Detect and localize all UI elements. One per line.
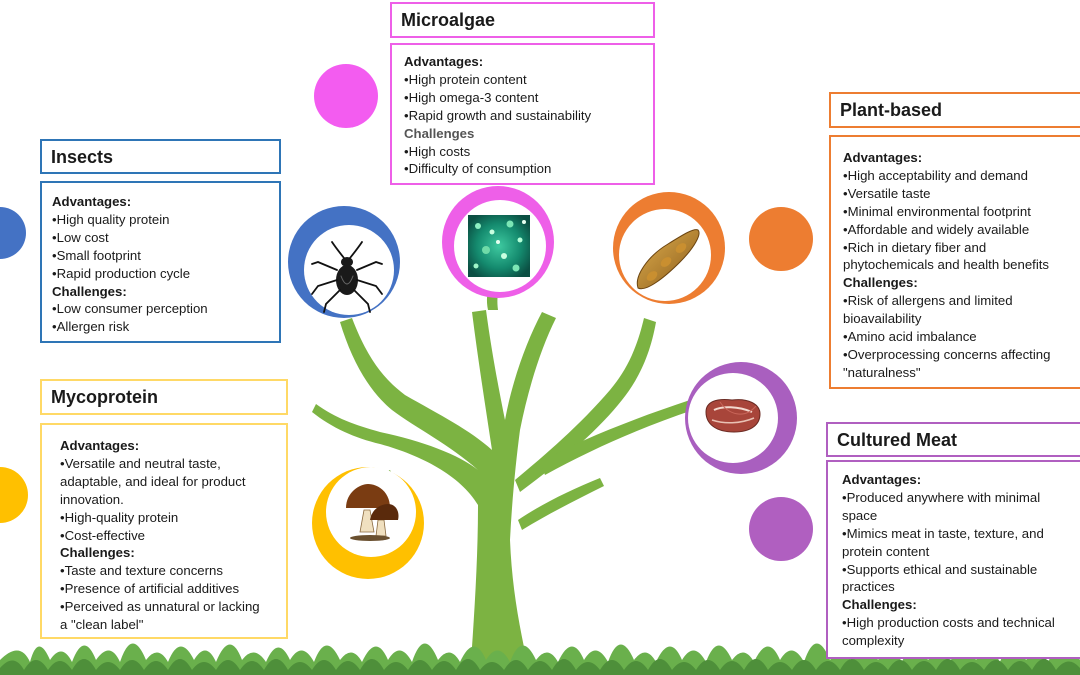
- microalgae-advantage: •High protein content: [404, 71, 527, 87]
- plant-based-advantage: •Affordable and widely available: [843, 221, 1030, 237]
- mycoprotein-advantages-label: Advantages:: [60, 438, 140, 453]
- node-insects: [288, 206, 400, 318]
- plant-based-title-box: Plant-based: [829, 92, 1080, 128]
- decorative-circle-mycoprotein: [0, 467, 28, 523]
- plant-based-advantages-label: Advantages:: [843, 150, 923, 165]
- insects-challenges-label: Challenges:: [52, 283, 127, 299]
- cultured-meat-advantage: •Produced anywhere with minimal: [842, 489, 1041, 505]
- mycoprotein-advantage: •High-quality protein: [60, 509, 179, 525]
- insects-advantages-label: Advantages:: [52, 194, 132, 209]
- mushroom-icon: [346, 484, 399, 541]
- insects-info-box: Advantages: •High quality protein •Low c…: [40, 181, 281, 343]
- plant-based-challenge: "naturalness": [843, 364, 921, 380]
- plant-based-challenge: •Risk of allergens and limited: [843, 293, 1013, 309]
- microalgae-icon: [468, 215, 530, 277]
- cultured-meat-title-box: Cultured Meat: [826, 422, 1080, 457]
- microalgae-advantage: •Rapid growth and sustainability: [404, 107, 592, 123]
- beetle-icon: [311, 241, 383, 313]
- cultured-meat-challenges-label: Challenges:: [842, 597, 917, 613]
- plant-based-advantage: •High acceptability and demand: [843, 167, 1028, 183]
- plant-based-title: Plant-based: [840, 100, 943, 120]
- decorative-circle-cultured: [749, 497, 813, 561]
- mycoprotein-info-box: Advantages: •Versatile and neutral taste…: [40, 423, 288, 639]
- microalgae-advantages-label: Advantages:: [404, 54, 484, 69]
- insects-title: Insects: [51, 146, 114, 167]
- insects-title-box: Insects: [40, 139, 281, 174]
- mycoprotein-advantage: innovation.: [60, 491, 124, 507]
- node-mycoprotein: [312, 467, 424, 579]
- bean-pod-icon: [636, 229, 700, 290]
- cultured-meat-info-box: Advantages: •Produced anywhere with mini…: [826, 460, 1080, 659]
- insects-advantage: •Rapid production cycle: [52, 265, 191, 281]
- decorative-circle-plant: [749, 207, 813, 271]
- decorative-circle-insects: [0, 207, 26, 259]
- node-microalgae: [442, 186, 554, 298]
- mycoprotein-challenge: a "clean label": [60, 617, 144, 633]
- mycoprotein-challenge: •Taste and texture concerns: [60, 563, 223, 579]
- cultured-meat-challenge: complexity: [842, 633, 905, 649]
- insects-advantage: •Low cost: [52, 229, 109, 245]
- decorative-circle-microalgae: [314, 64, 378, 128]
- steak-icon: [705, 399, 761, 433]
- microalgae-challenge: •High costs: [404, 143, 471, 159]
- microalgae-info-box: Advantages: •High protein content •High …: [390, 43, 655, 185]
- cultured-meat-title: Cultured Meat: [837, 429, 958, 450]
- microalgae-challenges-label: Challenges: [404, 125, 475, 141]
- insects-advantage: •Small footprint: [52, 247, 141, 263]
- cultured-meat-advantage: protein content: [842, 543, 930, 559]
- insects-challenge: •Allergen risk: [52, 319, 130, 335]
- grass-ground: [0, 643, 1080, 675]
- cultured-meat-advantage: •Supports ethical and sustainable: [842, 561, 1038, 577]
- mycoprotein-advantage: •Cost-effective: [60, 527, 145, 543]
- microalgae-advantage: •High omega-3 content: [404, 89, 539, 105]
- cultured-meat-advantages-label: Advantages:: [842, 472, 922, 487]
- cultured-meat-challenge: •High production costs and technical: [842, 615, 1055, 631]
- microalgae-title: Microalgae: [401, 10, 496, 30]
- insects-advantage: •High quality protein: [52, 211, 170, 227]
- mycoprotein-title-box: Mycoprotein: [40, 379, 288, 415]
- microalgae-title-box: Microalgae: [390, 2, 655, 38]
- mycoprotein-challenge: •Presence of artificial additives: [60, 581, 240, 597]
- mycoprotein-advantage: •Versatile and neutral taste,: [60, 455, 221, 471]
- plant-based-advantage: •Minimal environmental footprint: [843, 203, 1031, 219]
- mycoprotein-challenges-label: Challenges:: [60, 545, 135, 561]
- mycoprotein-advantage: adaptable, and ideal for product: [60, 473, 246, 489]
- plant-based-advantage: •Versatile taste: [843, 185, 931, 201]
- microalgae-challenge: •Difficulty of consumption: [404, 161, 552, 177]
- plant-based-challenge: bioavailability: [843, 311, 922, 327]
- node-cultured-meat: [685, 362, 797, 474]
- insects-challenge: •Low consumer perception: [52, 301, 208, 317]
- plant-based-challenge: •Amino acid imbalance: [843, 329, 977, 345]
- plant-based-challenge: •Overprocessing concerns affecting: [843, 346, 1051, 362]
- cultured-meat-advantage: practices: [842, 579, 895, 595]
- plant-based-advantage: phytochemicals and health benefits: [843, 257, 1050, 273]
- plant-based-advantage: •Rich in dietary fiber and: [843, 239, 987, 255]
- node-plant-based: [613, 192, 725, 304]
- cultured-meat-advantage: space: [842, 507, 878, 523]
- mycoprotein-title: Mycoprotein: [51, 387, 159, 407]
- plant-based-challenges-label: Challenges:: [843, 275, 918, 291]
- mycoprotein-challenge: •Perceived as unnatural or lacking: [60, 599, 260, 615]
- cultured-meat-advantage: •Mimics meat in taste, texture, and: [842, 525, 1044, 541]
- plant-based-info-box: Advantages: •High acceptability and dema…: [829, 135, 1080, 389]
